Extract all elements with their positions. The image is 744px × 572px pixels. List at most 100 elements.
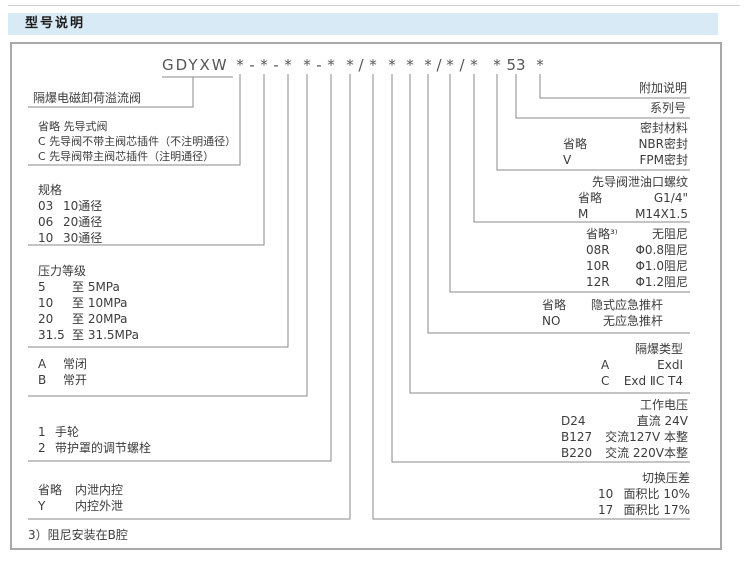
exd-code: C bbox=[601, 374, 610, 388]
code-token: * bbox=[493, 56, 501, 74]
damping-code: 10R bbox=[586, 259, 610, 273]
voltage-desc: 直流 24V bbox=[636, 414, 688, 428]
section-header-bar: 型号说明 bbox=[8, 13, 718, 35]
voltage-desc: 交流 220V本整 bbox=[605, 446, 688, 460]
top-rule bbox=[8, 5, 740, 6]
code-token: / bbox=[436, 56, 442, 74]
section-extra-note: 附加说明 bbox=[639, 80, 687, 96]
drain-code: 省略 bbox=[38, 483, 63, 497]
diff-desc: 面积比 17% bbox=[623, 503, 691, 517]
spec-desc: 30通径 bbox=[63, 231, 103, 245]
adjuster-desc: 手轮 bbox=[55, 425, 80, 439]
pilot-line: 省略 先导式阀 bbox=[38, 120, 108, 133]
damping-code: 12R bbox=[586, 275, 610, 289]
section-drain-control: 省略内泄内控 Y 内控外泄 bbox=[38, 482, 123, 514]
spec-title: 规格 bbox=[38, 183, 63, 197]
voltage-desc: 交流127V 本整 bbox=[605, 430, 688, 444]
pressure-title: 压力等级 bbox=[38, 264, 87, 278]
spec-code: 10 bbox=[38, 231, 54, 245]
pressure-desc: 至 20MPa bbox=[72, 312, 128, 326]
pushrod-desc: 无应急推杆 bbox=[602, 314, 663, 328]
pressure-code: 31.5 bbox=[38, 328, 65, 342]
code-token: * bbox=[470, 56, 478, 74]
diff-code: 10 bbox=[598, 487, 614, 501]
damping-desc: Φ1.0阻尼 bbox=[635, 259, 688, 273]
adjuster-code: 2 bbox=[38, 441, 46, 455]
thread-desc: M14X1.5 bbox=[635, 207, 688, 221]
code-token: / bbox=[358, 56, 364, 74]
diff-desc: 面积比 10% bbox=[623, 487, 691, 501]
pressure-code: 10 bbox=[38, 296, 54, 310]
thread-code: 省略 bbox=[578, 191, 603, 205]
code-token: - bbox=[273, 56, 279, 74]
mode-code: A bbox=[38, 357, 47, 371]
code-token: * bbox=[260, 56, 268, 74]
exd-desc: ExdⅠ bbox=[657, 358, 683, 372]
mode-desc: 常闭 bbox=[63, 357, 88, 371]
seal-code: 省略 bbox=[563, 137, 588, 151]
voltage-code: D24 bbox=[561, 414, 586, 428]
code-token: - bbox=[249, 56, 255, 74]
spec-desc: 10通径 bbox=[63, 199, 103, 213]
pushrod-code: 省略 bbox=[542, 298, 567, 312]
code-token: 53 bbox=[506, 56, 526, 74]
section-emergency-pushrod: 省略 隐式应急推杆 NO 无应急推杆 bbox=[542, 297, 663, 329]
code-token: / bbox=[459, 56, 465, 74]
damping-code: 省略³⁾ bbox=[586, 227, 618, 241]
pushrod-code: NO bbox=[542, 314, 561, 328]
pilot-line: C 先导阀带主阀芯插件（注明通径） bbox=[38, 150, 215, 163]
valve-name-label: 隔爆电磁卸荷溢流阀 bbox=[33, 91, 142, 105]
series-number-label: 系列号 bbox=[649, 101, 686, 115]
seal-desc: NBR密封 bbox=[638, 137, 688, 151]
adjuster-code: 1 bbox=[38, 425, 46, 439]
section-valve-name: 隔爆电磁卸荷溢流阀 bbox=[33, 90, 141, 106]
pilot-line: C 先导阀不带主阀芯插件（不注明通径） bbox=[38, 135, 237, 148]
code-token: * bbox=[236, 56, 244, 74]
spec-code: 06 bbox=[38, 215, 54, 229]
voltage-code: B220 bbox=[561, 446, 593, 460]
pressure-desc: 至 5MPa bbox=[72, 280, 120, 294]
code-token: * bbox=[388, 56, 396, 74]
code-token: * bbox=[536, 56, 544, 74]
drain-desc: 内泄内控 bbox=[75, 483, 124, 497]
voltage-code: B127 bbox=[561, 430, 593, 444]
spec-desc: 20通径 bbox=[63, 215, 103, 229]
mode-desc: 常开 bbox=[63, 373, 88, 387]
pushrod-desc: 隐式应急推杆 bbox=[590, 298, 663, 312]
damping-desc: 无阻尼 bbox=[651, 227, 688, 241]
code-token: * bbox=[446, 56, 454, 74]
footnote: 3）阻尼安装在B腔 bbox=[28, 528, 128, 542]
section-adjuster: 1 手轮 2 带护罩的调节螺栓 bbox=[38, 424, 151, 456]
seal-title: 密封材料 bbox=[639, 121, 688, 135]
code-token: * bbox=[369, 56, 377, 74]
section-seal-material: 密封材料 省略 NBR密封 V FPM密封 bbox=[563, 120, 688, 168]
damping-desc: Φ1.2阻尼 bbox=[635, 275, 688, 289]
voltage-title: 工作电压 bbox=[639, 398, 688, 412]
seal-code: V bbox=[563, 153, 572, 167]
code-token: - bbox=[316, 56, 322, 74]
seal-desc: FPM密封 bbox=[639, 153, 689, 167]
extra-note-label: 附加说明 bbox=[638, 81, 687, 95]
diff-code: 17 bbox=[598, 503, 614, 517]
drain-code: Y bbox=[38, 499, 46, 513]
section-pilot-type: 省略 先导式阀 C 先导阀不带主阀芯插件（不注明通径） C 先导阀带主阀芯插件（… bbox=[38, 119, 236, 164]
drain-desc: 内控外泄 bbox=[75, 499, 124, 513]
damping-code: 08R bbox=[586, 243, 610, 257]
mode-code: B bbox=[38, 373, 47, 387]
code-token: * bbox=[424, 56, 432, 74]
section-series-number: 系列号 bbox=[650, 100, 686, 116]
thread-code: M bbox=[578, 207, 589, 221]
adjuster-desc: 带护罩的调节螺栓 bbox=[55, 441, 152, 455]
code-token: * bbox=[284, 56, 292, 74]
pressure-desc: 至 10MPa bbox=[72, 296, 128, 310]
thread-desc: G1/4" bbox=[653, 191, 688, 205]
pressure-code: 5 bbox=[38, 280, 46, 294]
code-token: * bbox=[327, 56, 335, 74]
exd-desc: Exd ⅡC T4 bbox=[623, 374, 683, 388]
code-token: * bbox=[406, 56, 414, 74]
